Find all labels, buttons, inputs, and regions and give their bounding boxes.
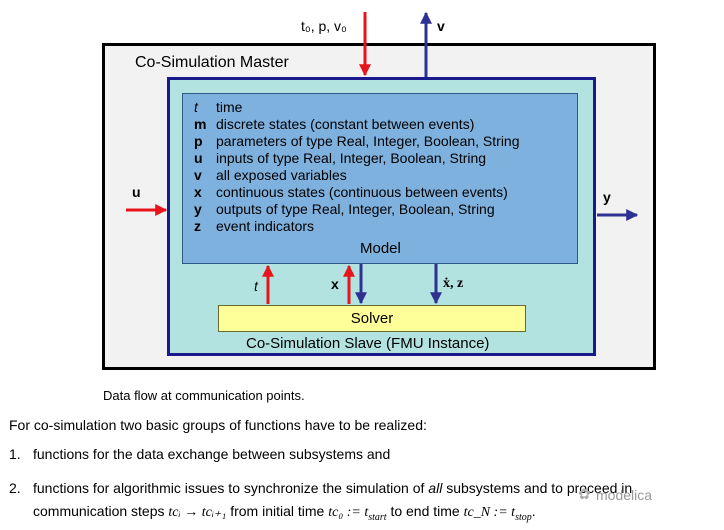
legend-symbol: y: [194, 201, 202, 217]
legend-row: p parameters of type Real, Integer, Boole…: [194, 133, 520, 150]
legend-row: y outputs of type Real, Integer, Boolean,…: [194, 201, 495, 218]
math-step: tcᵢ → tcᵢ₊₁: [168, 505, 227, 520]
legend-symbol: z: [194, 218, 201, 234]
math-end: tc_N := tstop: [463, 505, 532, 523]
legend-symbol: t: [194, 99, 198, 115]
list-item-2-text: functions for algorithmic issues to sync…: [33, 480, 633, 496]
legend-row: m discrete states (constant between event…: [194, 116, 474, 133]
legend-description: outputs of type Real, Integer, Boolean, …: [216, 201, 495, 217]
left-input-label: u: [132, 184, 141, 200]
top-output-label: v: [437, 18, 445, 34]
legend-description: parameters of type Real, Integer, Boolea…: [216, 133, 520, 149]
list-item-1-text: functions for the data exchange between …: [33, 446, 391, 462]
legend-row: u inputs of type Real, Integer, Boolean, …: [194, 150, 486, 167]
watermark-text: modelica: [596, 487, 653, 503]
legend-symbol: x: [194, 184, 202, 200]
legend-symbol: u: [194, 150, 203, 166]
legend-row: t time: [194, 99, 242, 116]
list-item-2-text-line2: communication steps tcᵢ → tcᵢ₊₁ from ini…: [33, 503, 536, 523]
math-start: tc₀ := tstart: [328, 505, 387, 523]
top-input-label: t₀, p, v₀: [301, 18, 347, 34]
right-output-label: y: [603, 189, 611, 205]
legend-description: continuous states (continuous between ev…: [216, 184, 508, 200]
figure-caption: Data flow at communication points.: [103, 388, 305, 403]
legend-symbol: v: [194, 167, 202, 183]
legend-symbol: p: [194, 133, 203, 149]
legend-description: event indicators: [216, 218, 315, 234]
xdot-z-label: ẋ, z: [443, 276, 464, 291]
legend-description: discrete states (constant between events…: [216, 116, 475, 132]
model-box: [182, 93, 578, 264]
solver-box: Solver: [218, 305, 526, 332]
legend-description: time: [216, 99, 243, 115]
solver-label: Solver: [350, 310, 394, 327]
model-label: Model: [360, 240, 401, 257]
master-title: Co-Simulation Master: [135, 54, 289, 71]
legend-row: x continuous states (continuous between e…: [194, 184, 508, 201]
watermark-icon: ✿: [578, 486, 591, 503]
x-label: x: [331, 276, 339, 292]
slave-label: Co-Simulation Slave (FMU Instance): [246, 335, 490, 352]
list-item-2-number: 2.: [9, 480, 21, 496]
legend-row: z event indicators: [194, 218, 314, 235]
legend-symbol: m: [194, 116, 207, 132]
legend-description: inputs of type Real, Integer, Boolean, S…: [216, 150, 487, 166]
legend-row: v all exposed variables: [194, 167, 347, 184]
legend-description: all exposed variables: [216, 167, 347, 183]
list-item-1-number: 1.: [9, 446, 21, 462]
t-label: t: [254, 278, 258, 294]
intro-paragraph: For co-simulation two basic groups of fu…: [9, 417, 427, 433]
